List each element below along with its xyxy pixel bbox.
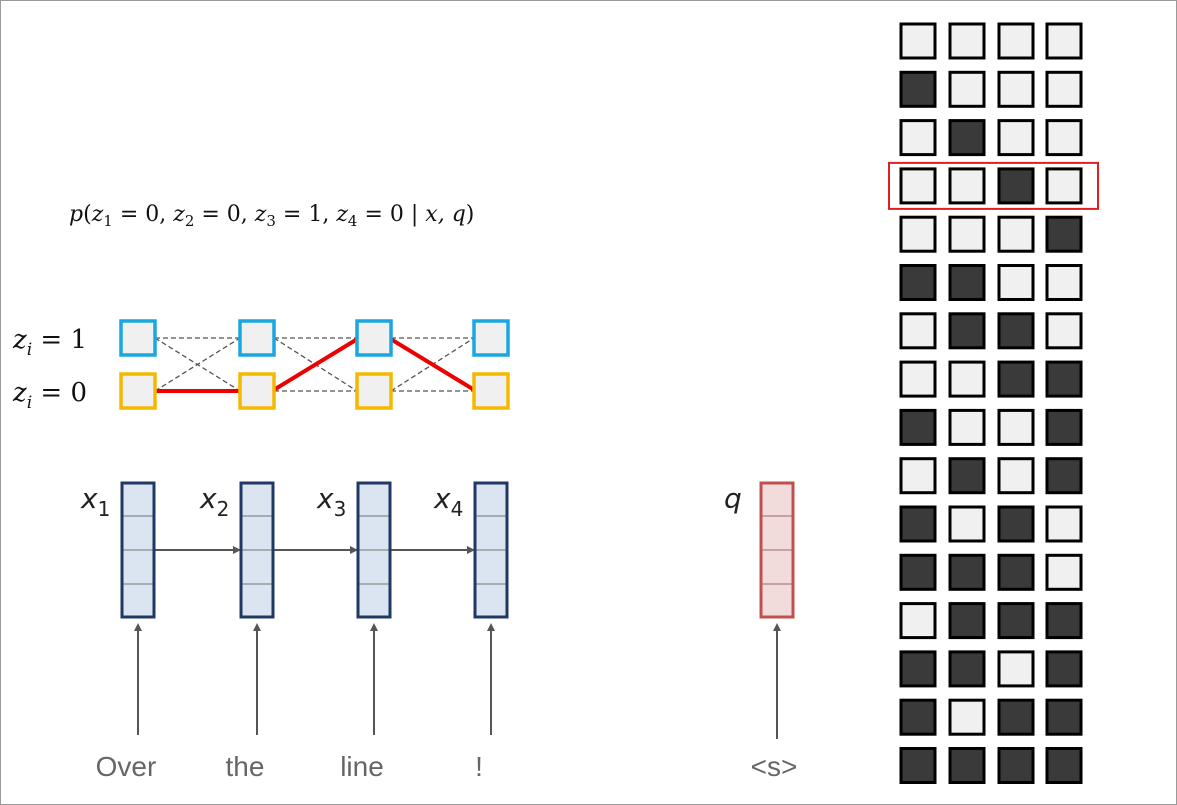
config-cell-off xyxy=(997,264,1035,301)
config-cell-on xyxy=(1045,650,1083,688)
config-cell-off xyxy=(948,215,986,253)
input-word-4: ! xyxy=(475,751,483,782)
state-node-on-2 xyxy=(238,319,276,357)
query-label: q xyxy=(724,482,742,515)
hidden-label-1: x1 xyxy=(80,482,110,521)
config-cell-on xyxy=(997,312,1035,350)
config-cell-on xyxy=(1045,602,1083,640)
config-cell-on xyxy=(948,553,986,591)
config-cell-off xyxy=(948,408,986,446)
config-cell-on xyxy=(899,747,937,784)
config-cell-on xyxy=(948,119,986,157)
config-cell-off xyxy=(899,360,937,398)
config-cell-on xyxy=(997,747,1035,784)
config-cell-on xyxy=(1045,698,1083,736)
config-cell-on xyxy=(997,167,1035,205)
config-cell-on xyxy=(948,747,986,784)
config-cell-off xyxy=(899,312,937,350)
state-node-off-2 xyxy=(238,372,276,410)
config-cell-on xyxy=(997,360,1035,398)
config-cell-on xyxy=(997,602,1035,640)
selected-path-segment xyxy=(270,336,361,393)
config-cell-on xyxy=(997,505,1035,543)
config-cell-on xyxy=(1045,215,1083,253)
state-label-1: zi = 1 xyxy=(12,325,87,360)
config-cell-off xyxy=(899,215,937,253)
config-cell-on xyxy=(948,602,986,640)
config-cell-off xyxy=(948,22,986,60)
hidden-label-2: x2 xyxy=(199,482,229,521)
config-cell-on xyxy=(899,698,937,736)
config-cell-off xyxy=(948,505,986,543)
config-cell-off xyxy=(1045,312,1083,350)
highlighted-configuration xyxy=(888,161,1099,210)
config-cell-on xyxy=(948,312,986,350)
state-node-on-1 xyxy=(119,319,157,357)
config-cell-off xyxy=(899,602,937,640)
input-word-2: the xyxy=(226,751,265,782)
config-cell-off xyxy=(997,119,1035,157)
config-cell-on xyxy=(899,553,937,591)
state-node-off-1 xyxy=(119,372,157,410)
config-cell-on xyxy=(899,650,937,688)
hidden-label-3: x3 xyxy=(316,482,346,521)
config-cell-on xyxy=(997,698,1035,736)
config-cell-off xyxy=(899,457,937,495)
config-cell-off xyxy=(997,457,1035,495)
config-cell-on xyxy=(997,553,1035,591)
config-cell-off xyxy=(899,22,937,60)
query-word: <s> xyxy=(751,751,798,782)
state-label-0: zi = 0 xyxy=(12,378,87,413)
state-node-on-3 xyxy=(355,319,393,357)
config-cell-on xyxy=(1045,747,1083,784)
config-cell-off xyxy=(1045,22,1083,60)
selected-path-segment xyxy=(387,336,478,393)
config-cell-off xyxy=(997,408,1035,446)
config-cell-off xyxy=(948,167,986,205)
config-cell-on xyxy=(899,408,937,446)
config-cell-off xyxy=(997,650,1035,688)
config-cell-off xyxy=(948,698,986,736)
config-cell-off xyxy=(899,167,937,205)
config-cell-off xyxy=(997,22,1035,60)
input-word-3: line xyxy=(340,751,384,782)
input-word-1: Over xyxy=(96,751,157,782)
config-cell-off xyxy=(1045,553,1083,591)
config-cell-on xyxy=(948,457,986,495)
config-cell-off xyxy=(899,119,937,157)
state-node-on-4 xyxy=(472,319,510,357)
config-cell-on xyxy=(1045,360,1083,398)
config-cell-off xyxy=(1045,70,1083,108)
lattice-edge xyxy=(154,337,241,392)
config-cell-on xyxy=(948,650,986,688)
config-cell-off xyxy=(997,215,1035,253)
config-cell-off xyxy=(1045,167,1083,205)
config-cell-on xyxy=(948,264,986,301)
config-cell-on xyxy=(1045,408,1083,446)
hidden-label-4: x4 xyxy=(433,482,463,521)
config-cell-on xyxy=(899,505,937,543)
config-cell-off xyxy=(1045,119,1083,157)
probability-formula: p(z1 = 0, z2 = 0, z3 = 1, z4 = 0 | x, q) xyxy=(69,202,474,230)
config-cell-off xyxy=(948,360,986,398)
config-cell-on xyxy=(1045,457,1083,495)
config-cell-off xyxy=(997,70,1035,108)
config-cell-off xyxy=(1045,505,1083,543)
state-node-off-4 xyxy=(472,372,510,410)
config-cell-on xyxy=(899,264,937,301)
config-cell-on xyxy=(899,70,937,108)
state-node-off-3 xyxy=(355,372,393,410)
config-cell-off xyxy=(1045,264,1083,301)
config-cell-off xyxy=(948,70,986,108)
